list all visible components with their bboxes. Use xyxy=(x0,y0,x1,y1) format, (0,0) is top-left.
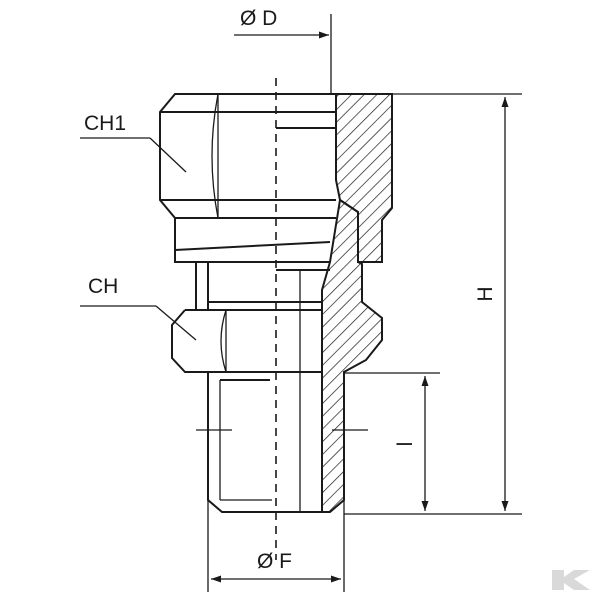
ch1-label: CH1 xyxy=(84,112,126,135)
height-label: H xyxy=(474,286,497,301)
length-label: l xyxy=(394,442,417,447)
diameter-f-label: Ø F xyxy=(257,550,292,573)
dimension-length: l xyxy=(344,372,440,511)
dimension-diameter-f: Ø F xyxy=(207,500,345,592)
k-logo-icon xyxy=(552,570,590,590)
callout-ch1: CH1 xyxy=(80,112,187,173)
diameter-d-label: Ø D xyxy=(240,7,277,30)
dimension-height: H xyxy=(344,93,522,515)
dimension-diameter-d: Ø D xyxy=(234,7,332,94)
callout-ch: CH xyxy=(80,275,197,341)
fitting-profile xyxy=(159,93,368,513)
ch-label: CH xyxy=(88,275,118,298)
section-hatching xyxy=(321,93,393,513)
